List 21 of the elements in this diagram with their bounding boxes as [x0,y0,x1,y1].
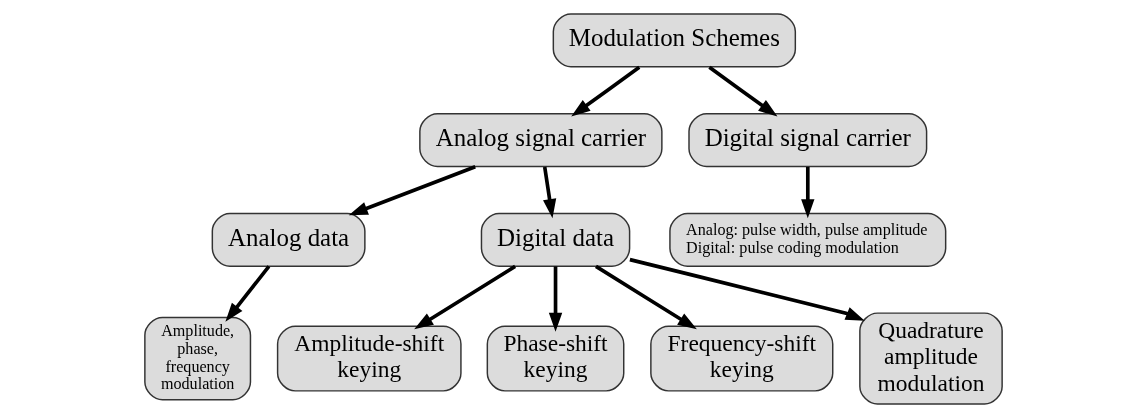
arrow [570,65,640,117]
arrow [594,264,697,330]
node-box: Quadrature amplitude modulation [858,312,1003,405]
arrow [542,166,556,219]
arrow [548,266,562,332]
node-box: Digital signal carrier [687,112,927,168]
node-box: Digital data [480,212,630,267]
arrow [224,265,270,322]
arrow [628,257,865,321]
node-box: Amplitude-shift keying [276,325,462,392]
arrow [800,166,814,219]
node-box: Analog data [211,212,366,267]
arrow [413,264,516,330]
node-box: Phase-shift keying [486,325,624,392]
node-box: Analog signal carrier [418,112,663,168]
node-box: Amplitude, phase, frequency modulation [143,316,251,401]
node-box: Analog: pulse width, pulse amplitude Digital: pulse coding modulation [668,212,946,267]
arrow [348,165,476,216]
node-box: Frequency-shift keying [649,325,833,392]
node-box: Modulation Schemes [552,13,796,68]
arrow [707,65,777,117]
